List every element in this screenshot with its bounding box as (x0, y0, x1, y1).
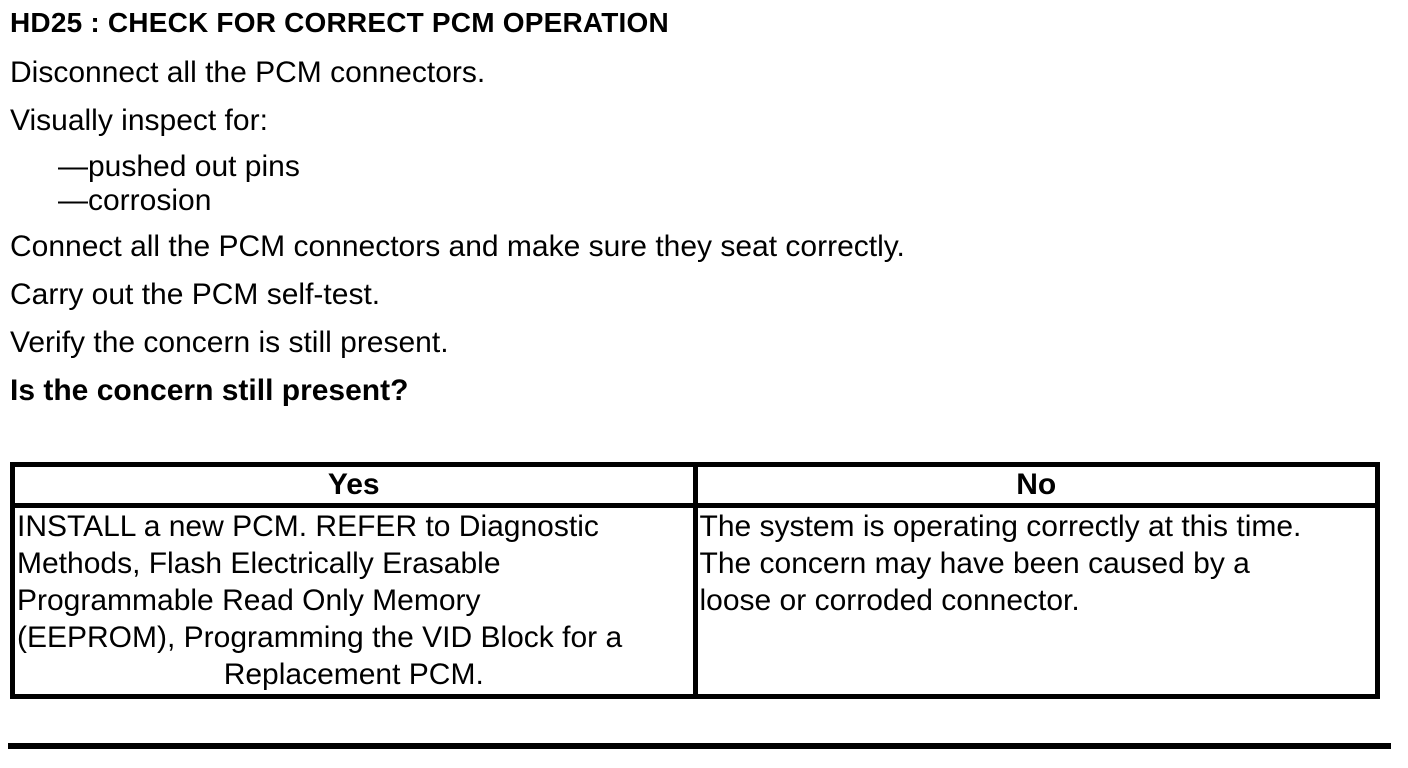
decision-table-header-row: Yes No (10, 462, 1380, 508)
yes-action-line: Programmable Read Only Memory (17, 584, 481, 617)
yes-action-cell: INSTALL a new PCM. REFER to Diagnostic M… (10, 503, 698, 699)
step-disconnect: Disconnect all the PCM connectors. (10, 56, 486, 89)
step-verify: Verify the concern is still present. (10, 326, 449, 359)
step-connect: Connect all the PCM connectors and make … (10, 230, 905, 263)
no-action-cell: The system is operating correctly at thi… (692, 503, 1380, 699)
yes-column-header: Yes (10, 462, 698, 508)
inspect-item-pushed-pins: —pushed out pins (58, 150, 300, 183)
yes-action-text: INSTALL a new PCM. REFER to Diagnostic M… (17, 508, 691, 693)
yes-action-line: Methods, Flash Electrically Erasable (17, 547, 501, 580)
page-title: HD25 : CHECK FOR CORRECT PCM OPERATION (10, 7, 669, 38)
no-action-line: The system is operating correctly at thi… (699, 510, 1302, 543)
decision-table-body-row: INSTALL a new PCM. REFER to Diagnostic M… (10, 503, 1380, 699)
inspect-item-corrosion: —corrosion (58, 184, 212, 217)
yes-action-line: INSTALL a new PCM. REFER to Diagnostic (17, 510, 599, 543)
step-question: Is the concern still present? (10, 374, 409, 407)
no-action-line: The concern may have been caused by a (699, 547, 1250, 580)
procedure-section: HD25 : CHECK FOR CORRECT PCM OPERATION D… (10, 7, 1380, 699)
no-action-line: loose or corroded connector. (699, 584, 1080, 617)
horizontal-rule (8, 743, 1391, 749)
yes-action-line: Replacement PCM. (223, 658, 484, 691)
no-column-header: No (692, 462, 1380, 508)
step-self-test: Carry out the PCM self-test. (10, 278, 381, 311)
yes-action-line: (EEPROM), Programming the VID Block for … (17, 621, 623, 654)
step-inspect: Visually inspect for: (10, 104, 268, 137)
no-action-text: The system is operating correctly at thi… (700, 508, 1374, 619)
decision-table: Yes No INSTALL a new PCM. REFER to Diagn… (10, 462, 1380, 699)
